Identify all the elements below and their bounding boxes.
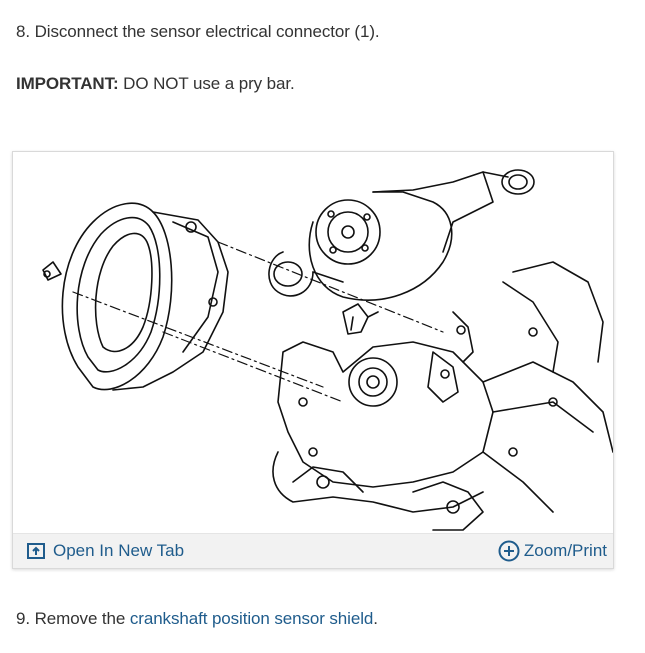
step-8-instruction: 8. Disconnect the sensor electrical conn… <box>16 22 380 41</box>
water-pump <box>268 169 535 301</box>
zoom-print-label: Zoom/Print <box>523 541 607 560</box>
important-text: DO NOT use a pry bar. <box>118 74 295 93</box>
open-in-new-tab-icon <box>27 543 45 559</box>
alignment-lines <box>72 241 444 403</box>
diagram-figure: Open In New Tab Zoom/Print <box>12 151 614 569</box>
crankshaft-sensor-shield-link[interactable]: crankshaft position sensor shield <box>129 609 374 628</box>
engine-front-cover-diagram[interactable] <box>13 152 613 534</box>
zoom-plus-icon <box>498 540 520 562</box>
zoom-print-button[interactable]: Zoom/Print <box>498 540 607 562</box>
lower-oil-pan <box>272 451 484 531</box>
open-in-new-tab-label: Open In New Tab <box>53 541 185 560</box>
sensor-connector <box>342 303 379 335</box>
important-note: IMPORTANT: DO NOT use a pry bar. <box>16 74 295 94</box>
step-9-suffix: . <box>373 609 378 628</box>
step-9-prefix: 9. Remove the <box>16 609 130 628</box>
open-in-new-tab-button[interactable]: Open In New Tab <box>27 540 184 562</box>
figure-toolbar: Open In New Tab Zoom/Print <box>13 533 613 568</box>
step-9-instruction: 9. Remove the crankshaft position sensor… <box>16 609 378 629</box>
sensor-shield-ring <box>42 202 229 391</box>
important-label: IMPORTANT: <box>16 74 119 93</box>
engine-front-cover <box>277 261 613 513</box>
